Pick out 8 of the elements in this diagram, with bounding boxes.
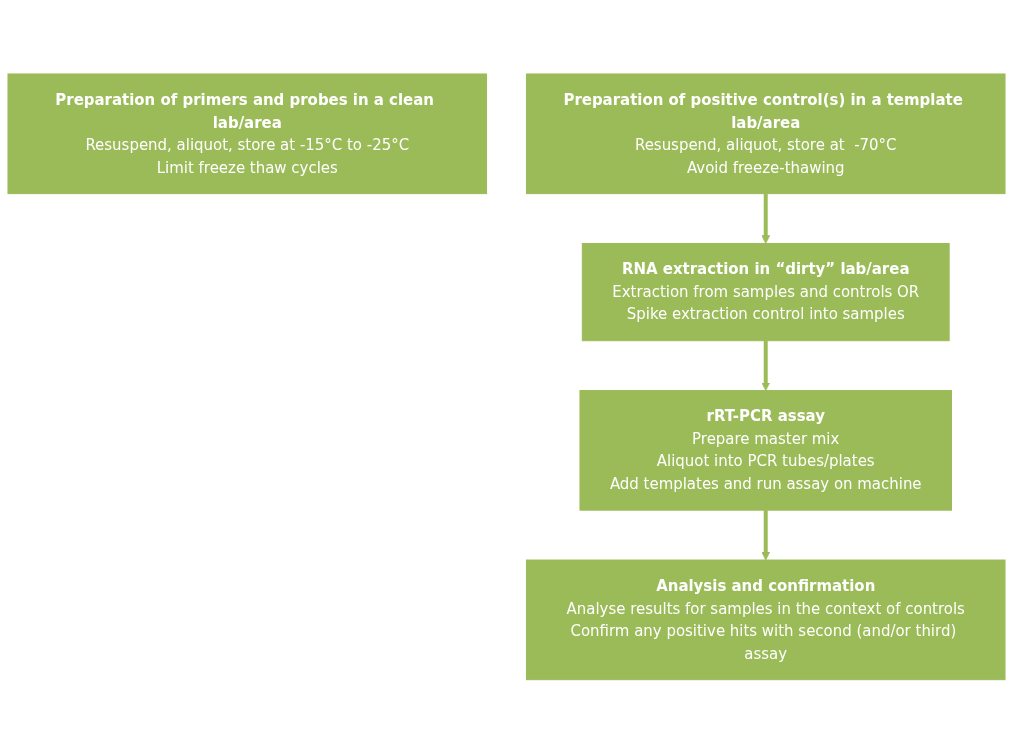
arrow: [761, 193, 771, 244]
node-box: rRT-PCR assay Prepare master mix Aliquot into PCR tubes/plates Add templates and run assay on machine: [579, 389, 952, 511]
node-box: Preparation of positive control(s) in a template lab/area Resuspend, aliquot, store at -70°C Avoid freeze-thawing: [525, 73, 1006, 194]
node-box: Analysis and confirmation Analyse results for samples in the context of controls Confirm any positive hits with second (and/or third) assay: [525, 559, 1006, 680]
node-box: Preparation of primers and probes in a clean lab/area Resuspend, aliquot, store at -15°C to -25°C Limit freeze thaw cycles: [7, 73, 488, 194]
arrow: [761, 340, 771, 391]
arrow: [761, 509, 771, 561]
node-box: RNA extraction in “dirty” lab/area Extraction from samples and controls OR Spike extraction control into samples: [581, 242, 950, 341]
